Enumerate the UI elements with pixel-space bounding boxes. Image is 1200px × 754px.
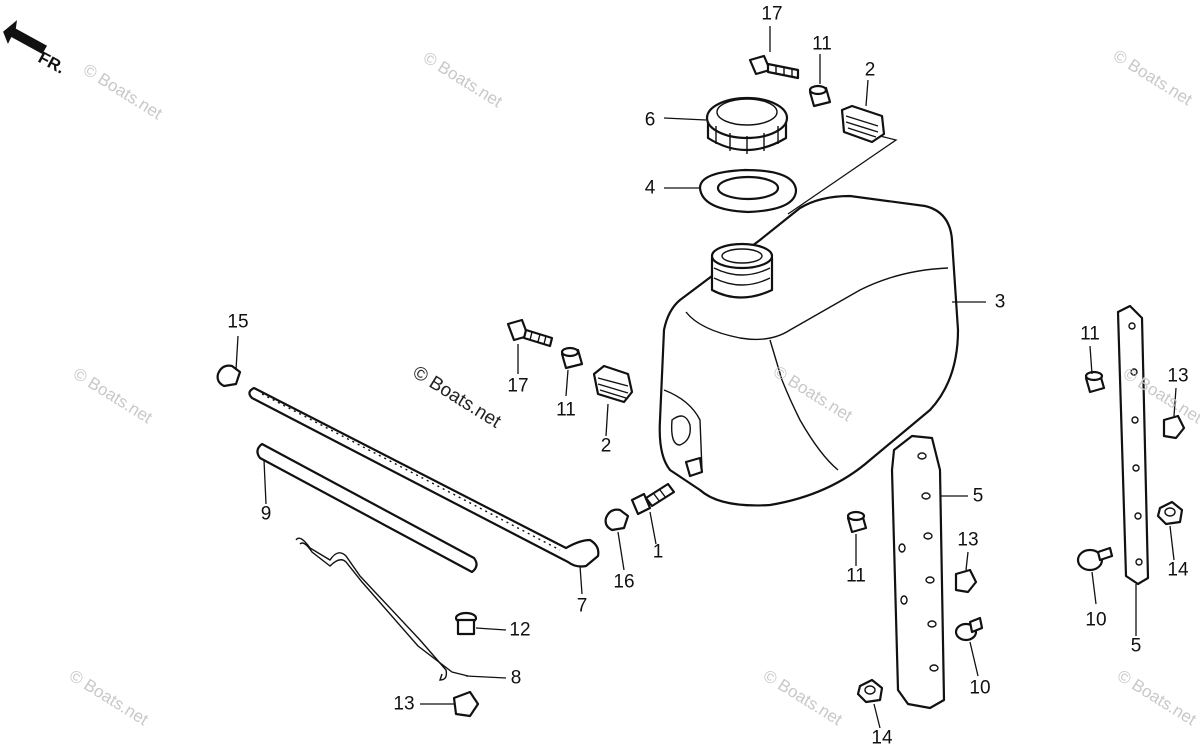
flange-nut-bracket [954, 568, 978, 594]
nut-right [1156, 500, 1184, 526]
grommet-mid [592, 364, 634, 404]
callout-14: 14 [1167, 559, 1189, 581]
callout-2: 2 [864, 59, 876, 81]
callout-11: 11 [1080, 323, 1100, 345]
callout-17: 17 [507, 375, 529, 397]
collar-bracket-right [1084, 370, 1106, 394]
flange-nut-bottom [452, 690, 480, 718]
callout-10: 10 [969, 677, 991, 699]
callout-4: 4 [644, 177, 656, 199]
callout-5: 5 [972, 485, 984, 507]
callout-11: 11 [846, 565, 866, 587]
fuel-cap [705, 96, 789, 154]
wire-clamp [295, 537, 469, 681]
front-arrow-icon [3, 20, 48, 55]
fuel-tank [658, 194, 960, 507]
leader-lines [235, 26, 1177, 729]
rubber-mount-right [1076, 546, 1114, 572]
collar-top [808, 84, 832, 108]
callout-1: 1 [652, 541, 664, 563]
flange-bolt [454, 611, 478, 636]
rubber-mount-bracket [954, 616, 984, 642]
collar-bracket-left [846, 510, 868, 534]
hose-clip-16 [604, 508, 630, 532]
callout-7: 7 [576, 595, 588, 617]
callout-12: 12 [509, 619, 531, 641]
callout-2: 2 [600, 435, 612, 457]
callout-13: 13 [393, 693, 415, 715]
collar-mid [560, 346, 584, 370]
callout-13: 13 [957, 529, 979, 551]
mounting-bracket-left [890, 434, 946, 710]
breather-tube [256, 442, 478, 574]
callout-5: 5 [1130, 635, 1142, 657]
callout-3: 3 [994, 291, 1006, 313]
callout-15: 15 [227, 311, 249, 333]
callout-8: 8 [510, 667, 522, 689]
seal-ring [698, 168, 798, 214]
callout-14: 14 [871, 727, 893, 749]
mounting-bracket-right [1116, 304, 1150, 586]
callout-16: 16 [613, 571, 635, 593]
callout-11: 11 [812, 33, 832, 55]
bolt-tank-mount [630, 482, 676, 516]
fuel-hose [248, 386, 600, 568]
grommet-top [840, 104, 886, 144]
callout-9: 9 [260, 503, 272, 525]
callout-11: 11 [556, 399, 576, 421]
callout-10: 10 [1085, 609, 1107, 631]
callout-17: 17 [761, 3, 783, 25]
hose-clip-15 [216, 364, 242, 388]
callout-13: 13 [1167, 365, 1189, 387]
nut-bottom [856, 678, 884, 704]
flange-nut-right [1162, 414, 1186, 440]
bolt-mid [506, 318, 554, 348]
callout-6: 6 [644, 109, 656, 131]
bolt-top [748, 54, 800, 80]
